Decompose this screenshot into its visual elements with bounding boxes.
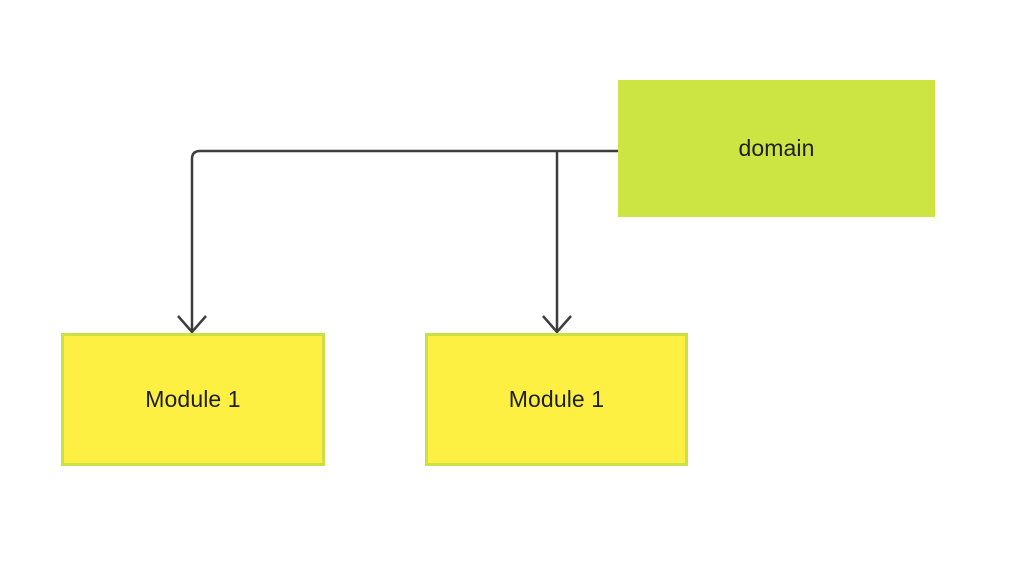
node-module-right[interactable]: Module 1 <box>425 333 688 466</box>
connector-domain-to-module-left <box>190 149 618 331</box>
node-domain-label: domain <box>738 134 815 161</box>
node-module-left-label: Module 1 <box>145 385 241 412</box>
node-module-left[interactable]: Module 1 <box>61 333 325 466</box>
arrowhead-module-left-icon <box>177 315 207 334</box>
node-module-right-label: Module 1 <box>508 385 605 412</box>
arrowhead-module-right-icon <box>542 315 572 334</box>
node-domain[interactable]: domain <box>618 80 935 217</box>
